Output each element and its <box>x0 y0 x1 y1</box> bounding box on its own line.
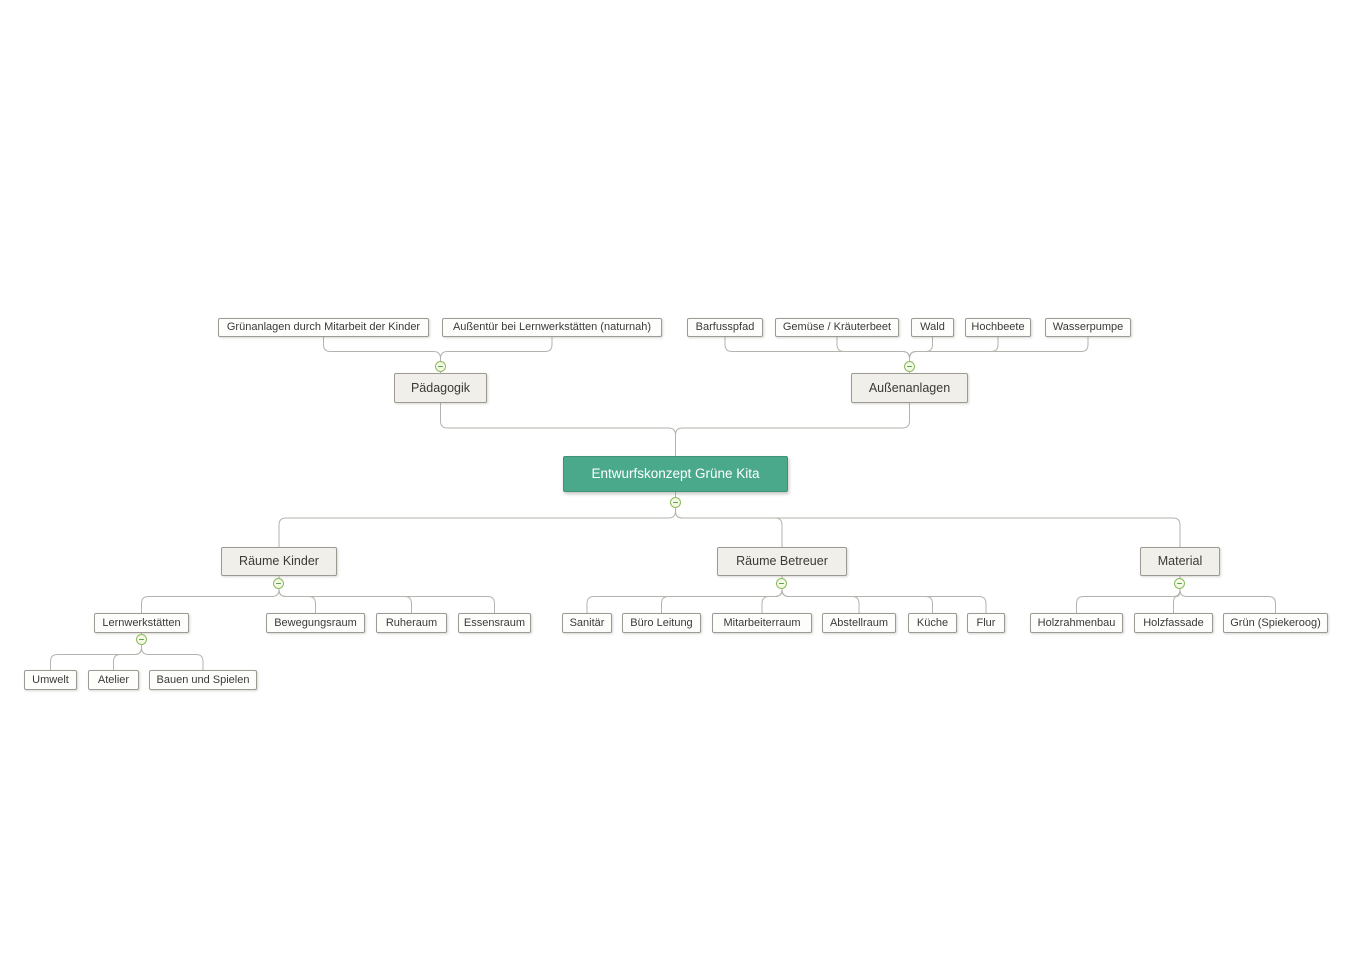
collapse-toggle-icon-root[interactable] <box>670 497 681 508</box>
node-mitarbeiterraum[interactable]: Mitarbeiterraum <box>712 613 812 633</box>
minus-icon <box>139 638 144 641</box>
node-atelier[interactable]: Atelier <box>88 670 139 690</box>
node-gruenanlagen[interactable]: Grünanlagen durch Mitarbeit der Kinder <box>218 318 429 337</box>
node-umwelt[interactable]: Umwelt <box>24 670 77 690</box>
minus-icon <box>438 365 443 368</box>
node-kueche[interactable]: Küche <box>908 613 957 633</box>
minus-icon <box>276 582 281 585</box>
node-wald[interactable]: Wald <box>911 318 954 337</box>
node-barfusspfad[interactable]: Barfusspfad <box>687 318 763 337</box>
node-material[interactable]: Material <box>1140 547 1220 576</box>
node-bauen-und-spielen[interactable]: Bauen und Spielen <box>149 670 257 690</box>
node-holzrahmenbau[interactable]: Holzrahmenbau <box>1030 613 1123 633</box>
node-aussenanlagen[interactable]: Außenanlagen <box>851 373 968 403</box>
node-lernwerkstaetten[interactable]: Lernwerkstätten <box>94 613 189 633</box>
node-root[interactable]: Entwurfskonzept Grüne Kita <box>563 456 788 492</box>
collapse-toggle-icon-raeume-betreuer[interactable] <box>776 578 787 589</box>
minus-icon <box>779 582 784 585</box>
node-sanitaer[interactable]: Sanitär <box>562 613 612 633</box>
node-essensraum[interactable]: Essensraum <box>458 613 531 633</box>
node-gruen-spiekeroog[interactable]: Grün (Spiekeroog) <box>1223 613 1328 633</box>
collapse-toggle-icon-lernwerkstaetten[interactable] <box>136 634 147 645</box>
node-ruheraum[interactable]: Ruheraum <box>376 613 447 633</box>
minus-icon <box>673 501 678 504</box>
node-flur[interactable]: Flur <box>967 613 1005 633</box>
collapse-toggle-icon-aussenanlagen[interactable] <box>904 361 915 372</box>
node-gemuese-kraeuterbeet[interactable]: Gemüse / Kräuterbeet <box>775 318 899 337</box>
collapse-toggle-icon-paedagogik[interactable] <box>435 361 446 372</box>
node-raeume-betreuer[interactable]: Räume Betreuer <box>717 547 847 576</box>
node-buero-leitung[interactable]: Büro Leitung <box>622 613 701 633</box>
minus-icon <box>1177 582 1182 585</box>
node-bewegungsraum[interactable]: Bewegungsraum <box>266 613 365 633</box>
collapse-toggle-icon-material[interactable] <box>1174 578 1185 589</box>
node-aussentuer[interactable]: Außentür bei Lernwerkstätten (naturnah) <box>442 318 662 337</box>
collapse-toggle-icon-raeume-kinder[interactable] <box>273 578 284 589</box>
node-raeume-kinder[interactable]: Räume Kinder <box>221 547 337 576</box>
node-holzfassade[interactable]: Holzfassade <box>1134 613 1213 633</box>
node-paedagogik[interactable]: Pädagogik <box>394 373 487 403</box>
node-wasserpumpe[interactable]: Wasserpumpe <box>1045 318 1131 337</box>
node-abstellraum[interactable]: Abstellraum <box>822 613 896 633</box>
minus-icon <box>907 365 912 368</box>
node-hochbeete[interactable]: Hochbeete <box>965 318 1031 337</box>
